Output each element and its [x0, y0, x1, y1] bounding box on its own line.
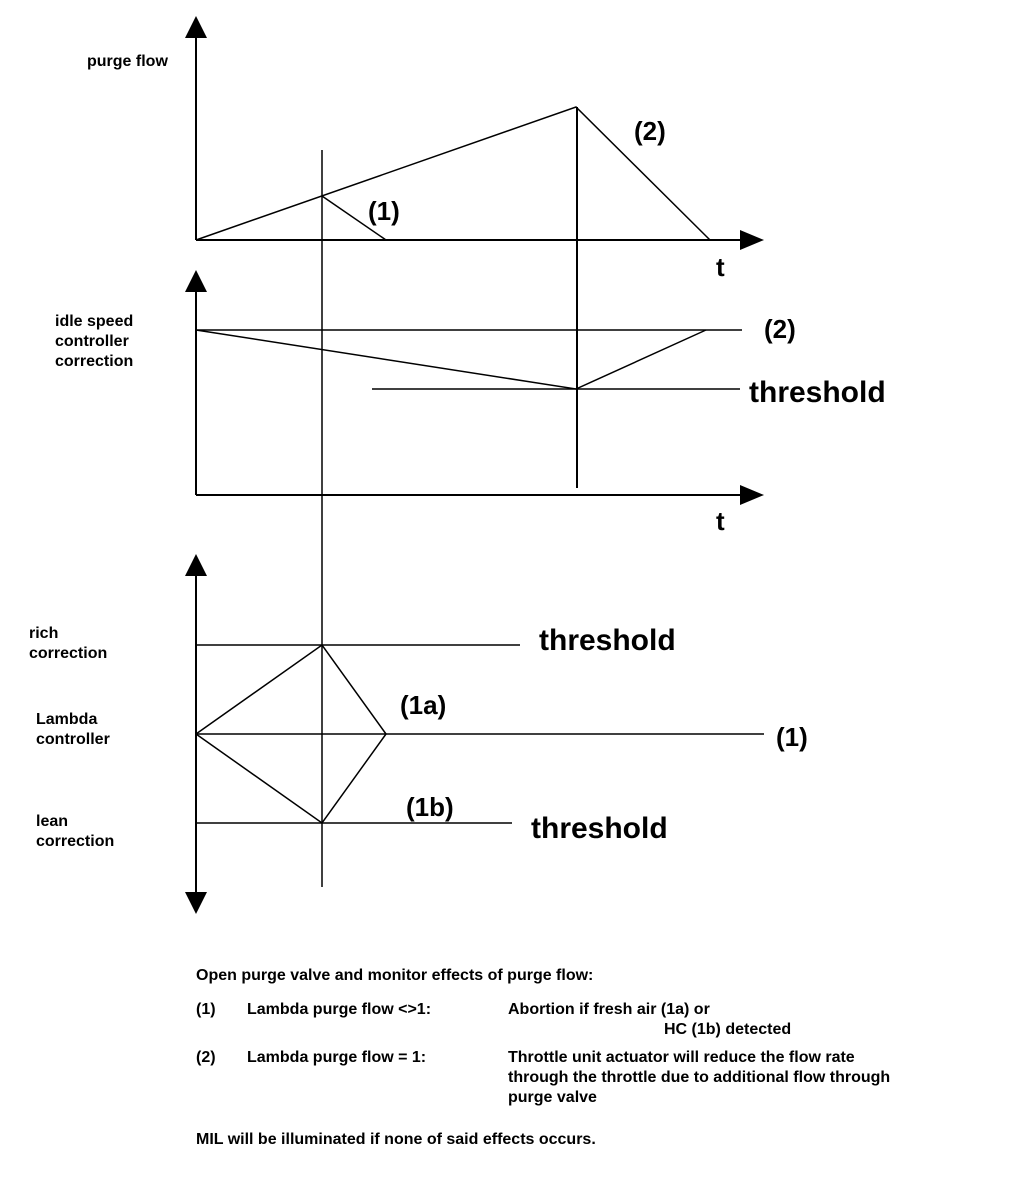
lambda-lean-label-line2: correction: [36, 833, 114, 850]
purge-flow-x-arrowhead: [740, 230, 764, 250]
lambda-rich-label-line2: correction: [29, 645, 107, 662]
purge-flow-plot: purge flow (1) (2) t: [87, 16, 764, 282]
purge-flow-y-arrowhead: [185, 16, 207, 38]
legend-item-2: (2) Lambda purge flow = 1: Throttle unit…: [196, 1048, 1016, 1126]
idle-speed-threshold-label: threshold: [749, 376, 886, 409]
legend-item-1-description-line1: Abortion if fresh air (1a) or: [508, 1001, 710, 1018]
idle-speed-correction-line: [195, 329, 707, 390]
legend-item-2-number: (2): [196, 1049, 216, 1066]
purge-flow-abort-line-1: [321, 195, 387, 241]
legend-item-1: (1) Lambda purge flow <>1: Abortion if f…: [196, 1000, 1016, 1048]
lambda-y-arrowhead-up: [185, 554, 207, 576]
purge-flow-y-label: purge flow: [87, 53, 168, 70]
legend-item-1-condition: Lambda purge flow <>1:: [247, 1001, 432, 1018]
lambda-rich-correction-line: [195, 643, 387, 735]
lambda-lean-threshold-label: threshold: [531, 812, 668, 845]
lambda-marker-1b: (1b): [406, 792, 454, 822]
legend-item-2-description-line1: Throttle unit actuator will reduce the f…: [508, 1049, 855, 1066]
lambda-controller-plot: rich correction Lambda controller lean c…: [29, 554, 808, 914]
idle-speed-x-arrowhead: [740, 485, 764, 505]
idle-speed-plot: idle speed controller correction (2) thr…: [55, 270, 886, 536]
legend: Open purge valve and monitor effects of …: [196, 966, 1016, 1150]
idle-speed-y-label-line3: correction: [55, 353, 133, 370]
purge-flow-t-label: t: [716, 252, 725, 282]
lambda-lean-correction-line: [195, 733, 387, 825]
lambda-rich-threshold-label: threshold: [539, 624, 676, 657]
purge-flow-marker-2: (2): [634, 116, 666, 146]
lambda-marker-1: (1): [776, 722, 808, 752]
legend-item-2-description-line2: through the throttle due to additional f…: [508, 1069, 891, 1086]
legend-item-2-condition: Lambda purge flow = 1:: [247, 1049, 427, 1066]
purge-flow-marker-1: (1): [368, 196, 400, 226]
lambda-y-arrowhead-down: [185, 892, 207, 914]
legend-footer: MIL will be illuminated if none of said …: [196, 1131, 596, 1148]
lambda-label-line1: Lambda: [36, 711, 97, 728]
idle-speed-y-label-line2: controller: [55, 333, 129, 350]
legend-item-1-number: (1): [196, 1001, 216, 1018]
purge-flow-ramp-line: [195, 106, 711, 241]
legend-intro: Open purge valve and monitor effects of …: [196, 967, 594, 984]
legend-item-1-description-line2: HC (1b) detected: [664, 1021, 792, 1038]
idle-speed-marker-2: (2): [764, 314, 796, 344]
idle-speed-y-label-line1: idle speed: [55, 313, 133, 330]
lambda-rich-label-line1: rich: [29, 625, 58, 642]
idle-speed-y-arrowhead: [185, 270, 207, 292]
lambda-lean-label-line1: lean: [36, 813, 68, 830]
legend-item-2-description-line3: purge valve: [508, 1089, 597, 1106]
idle-speed-t-label: t: [716, 506, 725, 536]
lambda-label-line2: controller: [36, 731, 110, 748]
lambda-marker-1a: (1a): [400, 690, 446, 720]
